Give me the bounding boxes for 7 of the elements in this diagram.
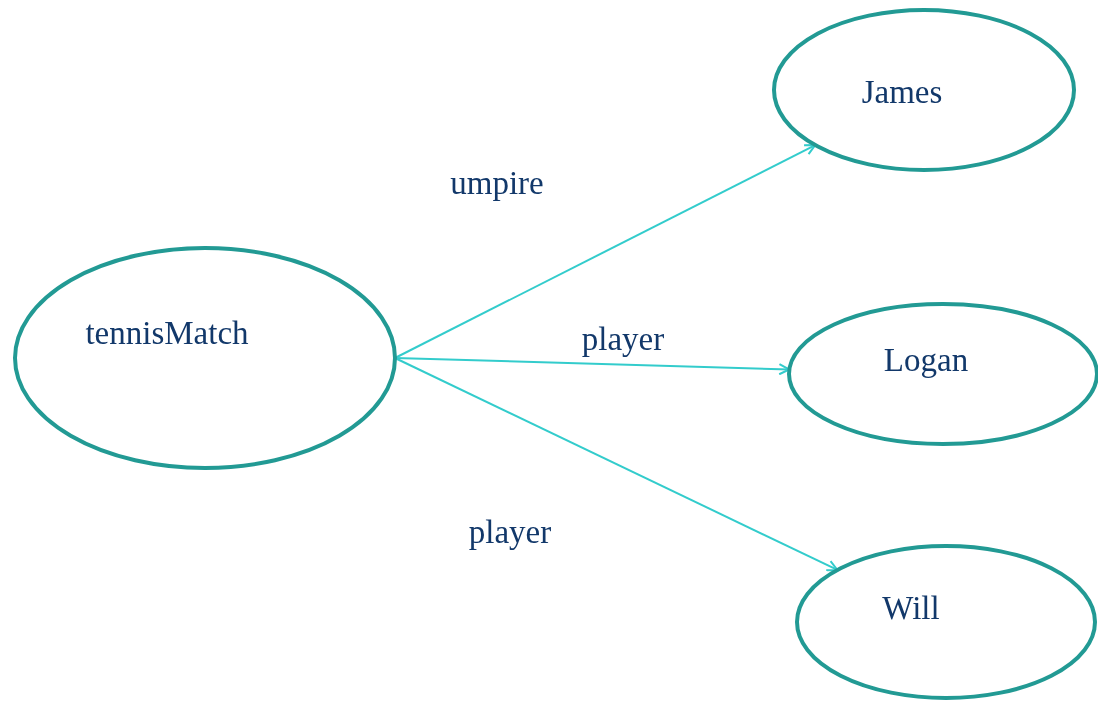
node-label: tennisMatch (85, 314, 249, 352)
node-label: James (861, 73, 943, 111)
node-label: Will (882, 589, 940, 627)
ellipse-node (795, 544, 1097, 700)
node-label: Logan (883, 341, 969, 379)
ellipse-node (772, 8, 1076, 172)
ellipse-node (13, 246, 397, 470)
